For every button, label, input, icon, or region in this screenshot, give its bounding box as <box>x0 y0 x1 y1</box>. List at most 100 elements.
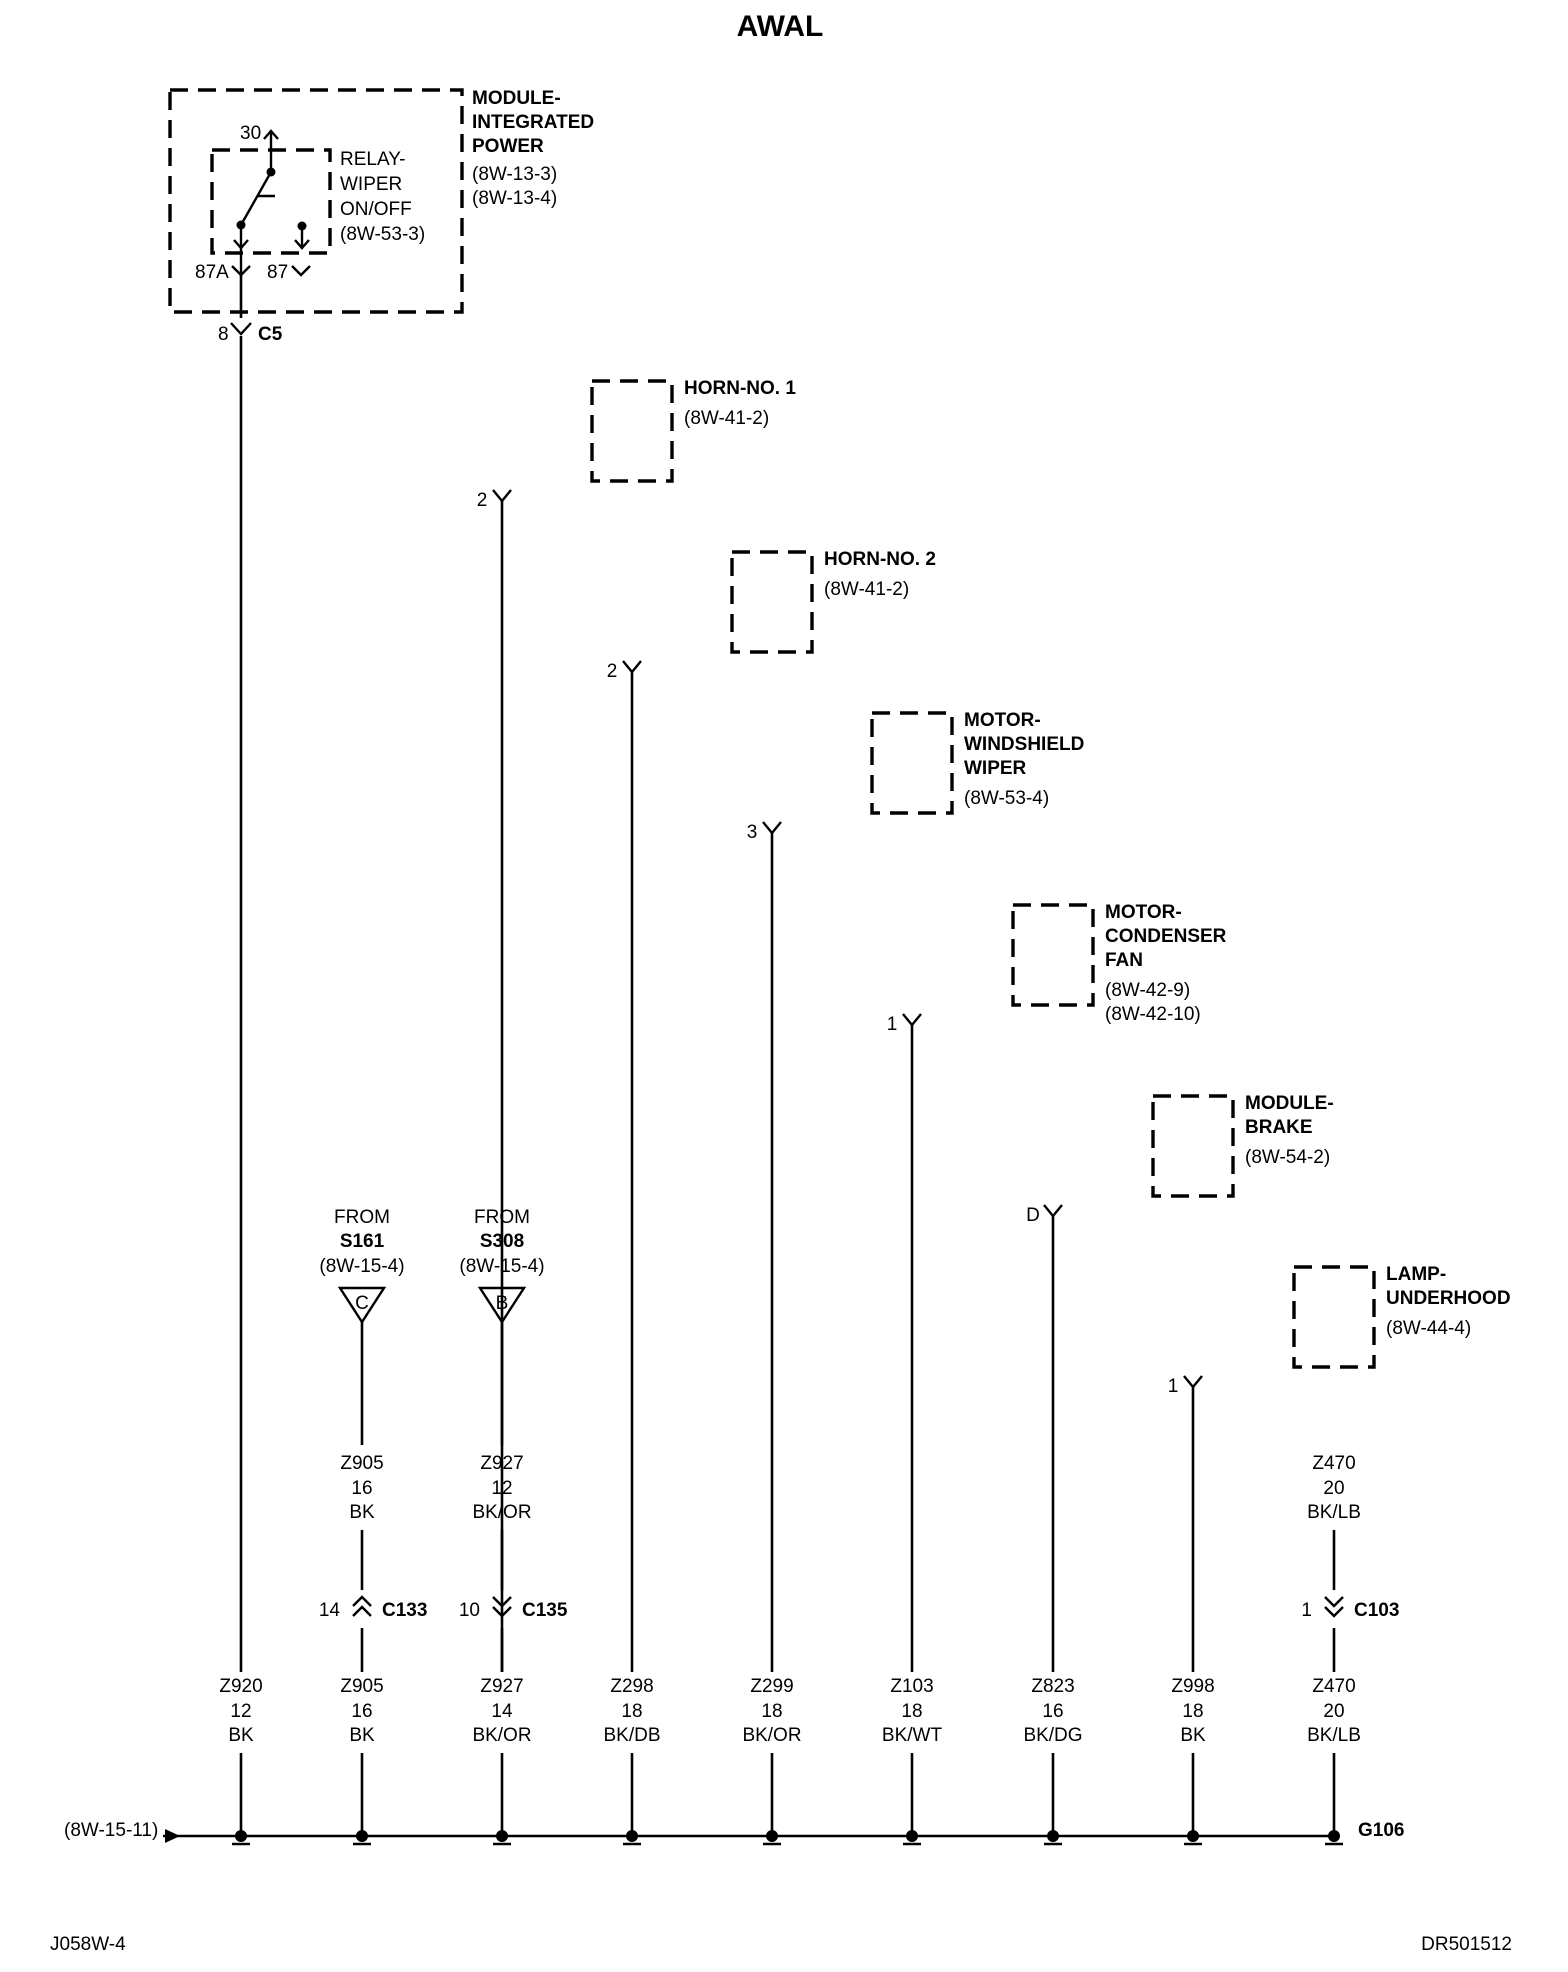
component-name-line: WIPER <box>964 758 1027 779</box>
relay-pin-30: 30 <box>240 123 261 144</box>
connector-pin: 14 <box>319 1600 341 1621</box>
inline-connector-c135: 10 C135 <box>459 1596 568 1672</box>
footer-left: J058W-4 <box>50 1934 126 1955</box>
wire-color: BK/LB <box>1307 1502 1361 1523</box>
splice-letter: B <box>496 1293 509 1314</box>
component-name-line: LAMP- <box>1386 1264 1446 1285</box>
splice-letter: C <box>355 1293 369 1314</box>
component-name-line: MOTOR- <box>964 710 1041 731</box>
ipm-module: MODULE- INTEGRATED POWER (8W-13-3) (8W-1… <box>168 88 594 314</box>
wire-color: BK/OR <box>742 1725 801 1746</box>
ground-junction <box>496 1830 508 1842</box>
ground-junction <box>356 1830 368 1842</box>
wire-circuit: Z298 <box>610 1676 653 1697</box>
relay-name-line-2: WIPER <box>340 174 402 195</box>
connector-chevron <box>492 1596 512 1608</box>
component-name-line: UNDERHOOD <box>1386 1288 1511 1309</box>
ground-ref: (8W-15-11) <box>64 1820 158 1841</box>
ground-junction <box>766 1830 778 1842</box>
ground-name: G106 <box>1358 1820 1404 1841</box>
wire-gauge: 12 <box>491 1478 512 1499</box>
component-pin: 2 <box>477 490 488 511</box>
component-name-line: FAN <box>1105 950 1143 971</box>
relay-name-line-1: RELAY- <box>340 149 405 170</box>
component-name-line: HORN-NO. 2 <box>824 549 936 570</box>
ground-bus: (8W-15-11) G106 <box>64 1820 1404 1846</box>
component-pin: 1 <box>887 1014 898 1035</box>
connector-chevron <box>352 1595 372 1607</box>
c5-name: C5 <box>258 324 283 345</box>
component-ref: (8W-44-4) <box>1386 1318 1471 1339</box>
component-terminal <box>492 489 512 503</box>
wire-color: BK <box>1180 1725 1206 1746</box>
connector-chevron <box>1324 1606 1344 1618</box>
component-name-line: WINDSHIELD <box>964 734 1084 755</box>
ground-junction <box>626 1830 638 1842</box>
relay-pin-87a: 87A <box>195 262 229 283</box>
connector-chevron <box>352 1605 372 1617</box>
component-box <box>1292 1265 1376 1369</box>
wire-color: BK/DG <box>1023 1725 1082 1746</box>
connector-name: C135 <box>522 1600 568 1621</box>
component-name-line: BRAKE <box>1245 1117 1313 1138</box>
connector-name: C133 <box>382 1600 427 1621</box>
wire-color: BK/OR <box>472 1502 531 1523</box>
connector-c5: 8 C5 <box>218 272 283 345</box>
splice-name: S161 <box>340 1231 385 1252</box>
wire-gauge: 20 <box>1323 1701 1344 1722</box>
wire-circuit: Z299 <box>750 1676 793 1697</box>
component-terminal <box>622 660 642 674</box>
wire-circuit: Z470 <box>1312 1676 1355 1697</box>
component-ref: (8W-42-10) <box>1105 1004 1201 1025</box>
wire-circuit: Z927 <box>480 1453 523 1474</box>
connector-chevron <box>1324 1596 1344 1608</box>
wire-gauge: 16 <box>351 1478 372 1499</box>
wire-color: BK <box>349 1502 375 1523</box>
connector-pin: 1 <box>1301 1600 1312 1621</box>
component-ref: (8W-53-4) <box>964 788 1049 809</box>
component-terminal <box>902 1013 922 1027</box>
wire-circuit: Z470 <box>1312 1453 1355 1474</box>
relay-ref: (8W-53-3) <box>340 224 425 245</box>
ground-junction <box>235 1830 247 1842</box>
wiper-relay: RELAY- WIPER ON/OFF (8W-53-3) 30 87A 87 <box>195 123 425 283</box>
relay-pin-87: 87 <box>267 262 288 283</box>
component-name-line: MOTOR- <box>1105 902 1182 923</box>
component-name-line: MODULE- <box>1245 1093 1334 1114</box>
wire-circuit: Z103 <box>890 1676 933 1697</box>
component-box <box>730 550 814 654</box>
wire-gauge: 16 <box>351 1701 372 1722</box>
component-2: HORN-NO. 2(8W-41-2)2 <box>607 549 936 1672</box>
wire-color: BK/LB <box>1307 1725 1361 1746</box>
component-1: HORN-NO. 1(8W-41-2)2 <box>477 378 796 1672</box>
component-box <box>870 711 954 815</box>
ipm-ref-1: (8W-13-3) <box>472 164 557 185</box>
connector-pin: 10 <box>459 1600 480 1621</box>
component-6: LAMP- UNDERHOOD (8W-44-4) 1 <box>1168 1264 1511 1672</box>
splice-from: FROM <box>334 1207 390 1228</box>
connector-chevron <box>492 1606 512 1618</box>
wire-circuit: Z905 <box>340 1676 383 1697</box>
wire-gauge: 16 <box>1042 1701 1063 1722</box>
wire-color: BK <box>228 1725 254 1746</box>
wire-color: BK/DB <box>603 1725 660 1746</box>
wire-color: BK/WT <box>882 1725 943 1746</box>
wire-circuit: Z927 <box>480 1676 523 1697</box>
component-5: MODULE-BRAKE(8W-54-2)D <box>1026 1093 1334 1672</box>
page-title: AWAL <box>737 10 824 43</box>
component-terminal <box>1183 1375 1203 1389</box>
